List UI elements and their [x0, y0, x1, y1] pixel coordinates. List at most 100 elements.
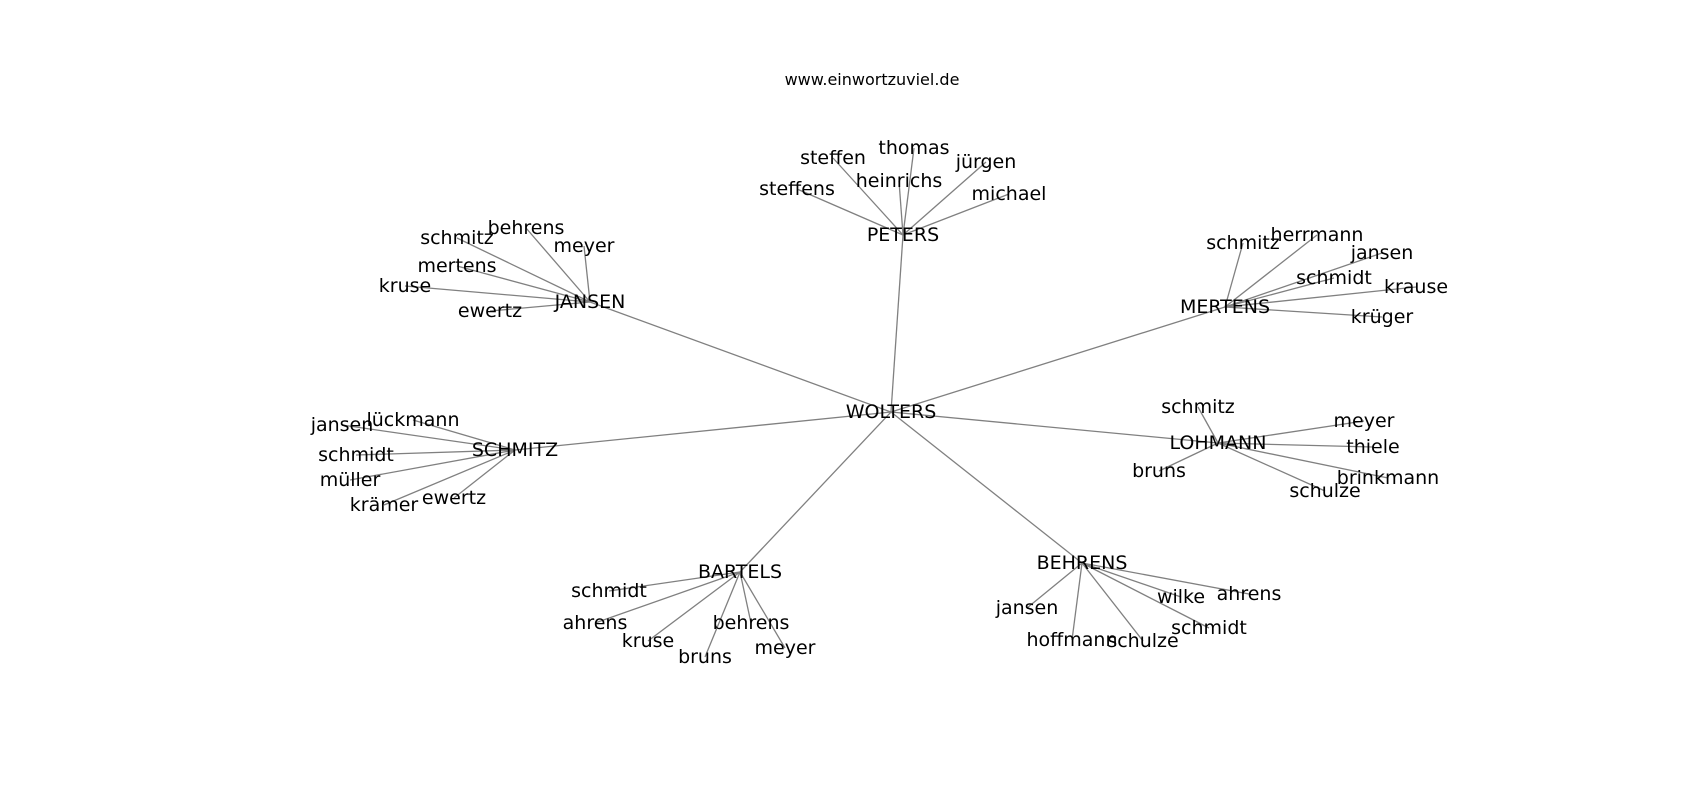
- edge-root-hub: [890, 411, 1083, 564]
- edge-hub-child: [456, 237, 591, 303]
- hub-node-label: JANSEN: [554, 291, 626, 313]
- edge-hub-child: [594, 571, 741, 624]
- edge-hub-child: [1026, 562, 1083, 609]
- child-node-label: kruse: [379, 275, 431, 297]
- child-node-label: meyer: [554, 235, 615, 257]
- edge-hub-child: [1217, 442, 1326, 492]
- child-node-label: jürgen: [955, 151, 1017, 173]
- hub-node-label: PETERS: [867, 224, 939, 246]
- child-node-label: behrens: [488, 217, 565, 239]
- child-node-label: jansen: [310, 414, 374, 436]
- edge-hub-child: [704, 571, 741, 658]
- edge-hub-child: [902, 161, 987, 236]
- edge-hub-child: [1217, 442, 1389, 479]
- edge-hub-child: [404, 285, 591, 303]
- child-node-label: bruns: [678, 646, 732, 668]
- edge-hub-child: [1217, 442, 1374, 448]
- child-node-label: behrens: [713, 612, 790, 634]
- child-node-label: thiele: [1346, 436, 1399, 458]
- hub-node-label: BEHRENS: [1037, 552, 1128, 574]
- edge-hub-child: [1224, 252, 1383, 308]
- edge-hub-child: [583, 245, 591, 303]
- edge-hub-child: [898, 180, 904, 236]
- edge-hub-child: [525, 227, 591, 303]
- child-node-label: ewertz: [458, 300, 522, 322]
- edge-hub-child: [341, 424, 516, 451]
- child-node-label: krause: [1384, 276, 1448, 298]
- root-node-label: WOLTERS: [846, 401, 937, 423]
- edge-hub-child: [489, 301, 591, 312]
- edge-hub-child: [383, 449, 516, 506]
- edge-hub-child: [832, 157, 904, 236]
- child-node-label: ahrens: [1217, 583, 1282, 605]
- edge-root-hub: [890, 411, 1219, 444]
- child-node-label: herrmann: [1271, 224, 1364, 246]
- child-node-label: brinkmann: [1337, 467, 1439, 489]
- edge-hub-child: [739, 571, 786, 649]
- child-node-label: hoffmann: [1027, 629, 1118, 651]
- edge-hub-child: [1197, 406, 1219, 444]
- child-node-label: schmidt: [318, 444, 394, 466]
- child-node-label: michael: [972, 183, 1047, 205]
- child-node-label: ahrens: [563, 612, 628, 634]
- child-node-label: schmidt: [1171, 617, 1247, 639]
- child-node-label: schmitz: [1161, 396, 1235, 418]
- child-node-label: thomas: [878, 137, 949, 159]
- child-node-label: schmidt: [571, 580, 647, 602]
- edge-hub-child: [902, 193, 1010, 236]
- child-node-label: meyer: [755, 637, 816, 659]
- edge-hub-child: [1224, 306, 1383, 318]
- edge-hub-child: [1224, 277, 1335, 308]
- child-node-label: heinrichs: [856, 170, 943, 192]
- child-node-label: lückmann: [366, 409, 459, 431]
- edge-hub-child: [456, 265, 591, 303]
- edge-hub-child: [1071, 562, 1083, 641]
- edge-hub-child: [1081, 562, 1210, 629]
- edge-hub-child: [412, 419, 516, 451]
- edge-hub-child: [1224, 234, 1318, 308]
- edge-hub-child: [355, 449, 516, 456]
- child-node-label: wilke: [1157, 586, 1205, 608]
- edge-layer: [341, 147, 1417, 658]
- child-node-label: steffens: [759, 178, 835, 200]
- child-node-label: schmitz: [1206, 232, 1280, 254]
- child-node-label: bruns: [1132, 460, 1186, 482]
- edge-hub-child: [349, 449, 516, 481]
- edge-hub-child: [1224, 242, 1244, 308]
- edge-hub-child: [1158, 442, 1219, 472]
- child-node-label: krämer: [350, 494, 419, 516]
- child-node-label: jansen: [995, 597, 1059, 619]
- edge-hub-child: [1081, 562, 1182, 598]
- child-node-label: müller: [320, 469, 381, 491]
- edge-root-hub: [890, 306, 1226, 413]
- edge-hub-child: [796, 188, 904, 236]
- edge-root-hub: [739, 411, 892, 573]
- site-url: www.einwortzuviel.de: [784, 70, 960, 89]
- child-node-label: schmitz: [420, 227, 494, 249]
- hub-node-label: LOHMANN: [1170, 432, 1267, 454]
- child-node-label: mertens: [417, 255, 496, 277]
- child-node-label: kruse: [622, 630, 674, 652]
- edge-hub-child: [1081, 562, 1250, 595]
- edge-hub-child: [647, 571, 741, 642]
- child-node-label: krüger: [1351, 306, 1414, 328]
- edge-root-hub: [514, 411, 892, 451]
- edge-root-hub: [890, 234, 904, 413]
- hub-node-label: SCHMITZ: [472, 439, 558, 461]
- child-node-label: schulze: [1289, 480, 1360, 502]
- edge-root-hub: [589, 301, 892, 413]
- child-node-label: schulze: [1107, 630, 1178, 652]
- edge-hub-child: [1217, 420, 1365, 444]
- edge-hub-child: [608, 571, 741, 592]
- child-node-label: ewertz: [422, 487, 486, 509]
- edge-hub-child: [1081, 562, 1144, 642]
- edge-hub-child: [739, 571, 752, 624]
- edge-hub-child: [902, 147, 915, 236]
- hub-node-label: BARTELS: [698, 561, 782, 583]
- child-node-label: jansen: [1350, 242, 1414, 264]
- child-node-label: schmidt: [1296, 267, 1372, 289]
- hub-node-label: MERTENS: [1180, 296, 1270, 318]
- edge-hub-child: [453, 449, 516, 499]
